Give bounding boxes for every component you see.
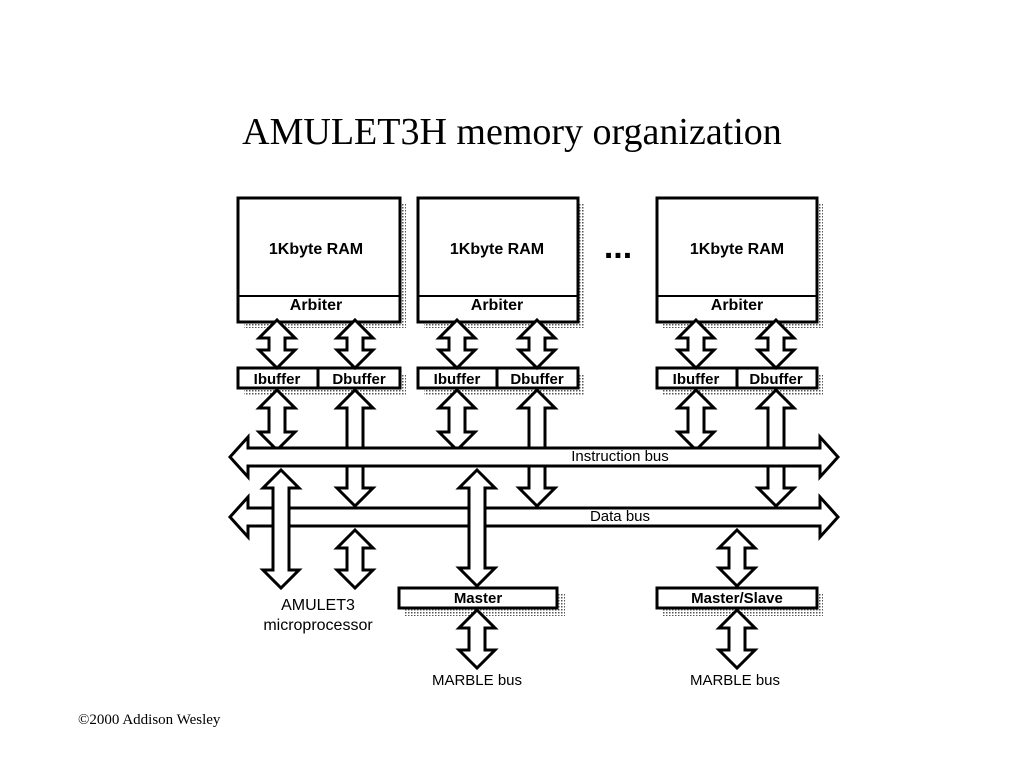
master-label: Master xyxy=(454,590,503,607)
ram-block-2: 1Kbyte RAM Arbiter xyxy=(416,196,584,328)
instruction-bus: Instruction bus xyxy=(227,433,841,481)
processor-line-2: microprocessor xyxy=(263,617,373,634)
marble-bus-right-label: MARBLE bus xyxy=(690,672,780,689)
slide-title: AMULET3H memory organization xyxy=(242,111,782,153)
master-slave-label: Master/Slave xyxy=(691,590,783,607)
ram-label: 1Kbyte RAM xyxy=(269,241,363,258)
processor-arrows xyxy=(259,467,377,591)
ram-block-3: 1Kbyte RAM Arbiter xyxy=(655,196,823,328)
ibuffer-label: Ibuffer xyxy=(434,371,481,388)
data-bus: Data bus xyxy=(227,493,841,541)
buffers-block-1: Ibuffer Dbuffer xyxy=(236,366,406,396)
data-bus-label: Data bus xyxy=(590,508,650,525)
arbiter-label: Arbiter xyxy=(711,297,763,314)
master-block: Master MARBLE bus xyxy=(397,467,565,689)
ram-block-1: 1Kbyte RAM Arbiter xyxy=(236,196,406,328)
processor-line-1: AMULET3 xyxy=(281,597,355,614)
instruction-bus-label: Instruction bus xyxy=(571,448,669,465)
arbiter-buffer-arrows xyxy=(255,317,798,371)
arbiter-label: Arbiter xyxy=(290,297,342,314)
dbuffer-label: Dbuffer xyxy=(332,371,385,388)
arbiter-label: Arbiter xyxy=(471,297,523,314)
ram-label: 1Kbyte RAM xyxy=(690,241,784,258)
dbuffer-label: Dbuffer xyxy=(749,371,802,388)
processor-label: AMULET3 microprocessor xyxy=(263,597,373,634)
ibuffer-label: Ibuffer xyxy=(673,371,720,388)
buffers-block-2: Ibuffer Dbuffer xyxy=(416,366,584,396)
ibuffer-label: Ibuffer xyxy=(254,371,301,388)
ram-label: 1Kbyte RAM xyxy=(450,241,544,258)
marble-bus-left-label: MARBLE bus xyxy=(432,672,522,689)
master-slave-block: Master/Slave MARBLE bus xyxy=(655,527,823,689)
buffers-block-3: Ibuffer Dbuffer xyxy=(655,366,823,396)
ellipsis: ... xyxy=(604,228,632,266)
copyright-footer: ©2000 Addison Wesley xyxy=(78,712,221,728)
dbuffer-label: Dbuffer xyxy=(510,371,563,388)
